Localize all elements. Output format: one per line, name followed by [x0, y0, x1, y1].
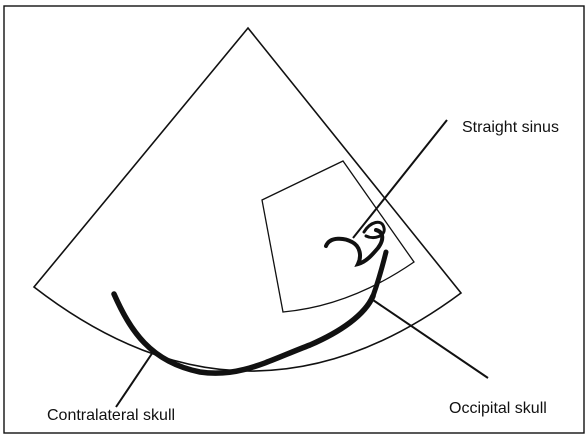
- label-occipital-skull: Occipital skull: [449, 400, 547, 417]
- contralateral-skull-curve: [111, 291, 376, 376]
- ultrasound-sector: [32, 26, 463, 372]
- figure-border: [3, 5, 585, 434]
- label-straight-sinus: Straight sinus: [462, 119, 559, 136]
- leader-contralateral-skull: [115, 351, 154, 408]
- sinus-loop: [362, 220, 386, 240]
- doppler-box: [261, 160, 415, 313]
- occipital-skull-curve: [370, 249, 389, 299]
- straight-sinus-structure: [324, 228, 385, 267]
- leader-straight-sinus: [352, 119, 448, 239]
- leader-occipital-skull: [372, 299, 489, 379]
- label-contralateral-skull: Contralateral skull: [47, 407, 175, 424]
